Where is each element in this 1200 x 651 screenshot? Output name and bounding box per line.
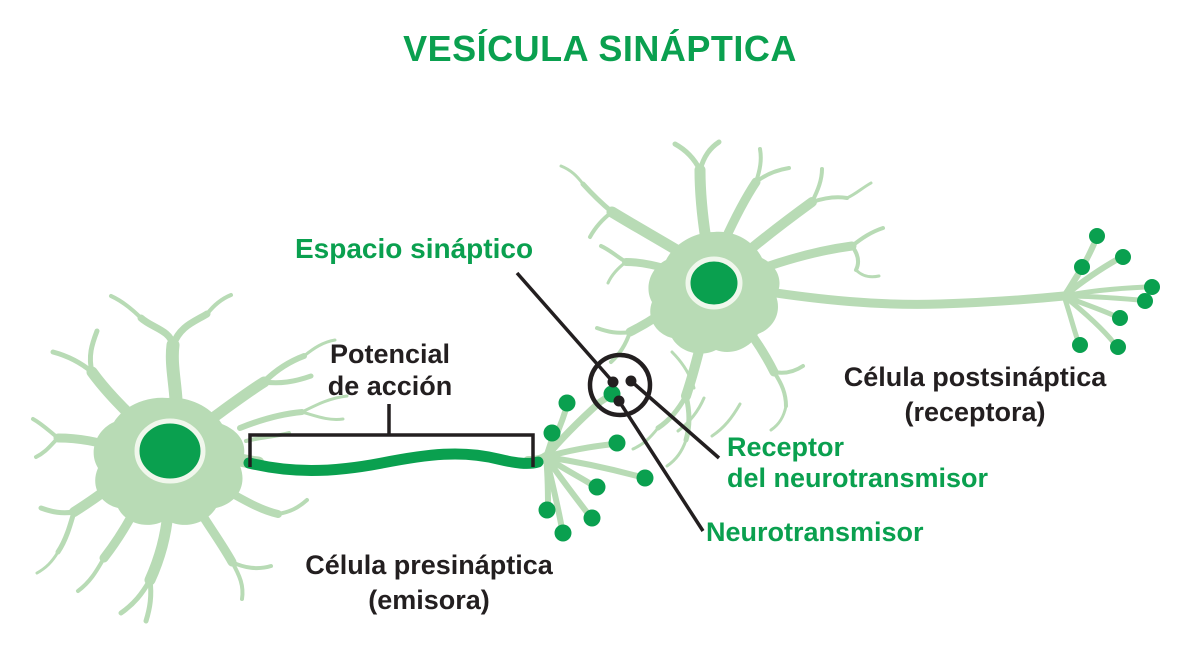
action-potential-label-line1: Potencial bbox=[329, 339, 451, 369]
receptor-label: Receptor del neurotransmisor bbox=[727, 432, 988, 494]
presynaptic-cell-label-line1: Célula presináptica bbox=[305, 550, 553, 580]
action-potential-wave bbox=[243, 448, 544, 476]
synaptic-vesicle-bulbs bbox=[538, 385, 654, 542]
synaptic-space-label: Espacio sináptico bbox=[295, 233, 534, 264]
postsynaptic-nucleus bbox=[685, 256, 743, 310]
neurotransmitter-label: Neurotransmisor bbox=[706, 517, 924, 547]
action-potential-bracket bbox=[248, 433, 535, 467]
diagram-title: VESÍCULA SINÁPTICA bbox=[403, 28, 797, 69]
presynaptic-cell-label: Célula presináptica (emisora) bbox=[259, 548, 599, 618]
presynaptic-cell-label-line2: (emisora) bbox=[368, 585, 490, 615]
synaptic-space-dot bbox=[607, 376, 619, 388]
action-potential-label: Potencial de acción bbox=[270, 338, 510, 402]
receptor-label-line2: del neurotransmisor bbox=[727, 463, 989, 493]
postsynaptic-neuron bbox=[559, 139, 1160, 468]
postsynaptic-cell-label-line1: Célula postsináptica bbox=[843, 362, 1107, 392]
neurotransmitter-dot bbox=[613, 395, 625, 407]
postsynaptic-axon bbox=[751, 285, 1069, 309]
postsynaptic-cell-label-line2: (receptora) bbox=[904, 397, 1046, 427]
postsynaptic-terminal-bulbs bbox=[1072, 228, 1160, 355]
receptor-label-line1: Receptor bbox=[727, 432, 845, 462]
postsynaptic-axon-terminal bbox=[1061, 228, 1160, 355]
action-potential-label-line2: de acción bbox=[327, 371, 453, 401]
receptor-dot bbox=[625, 375, 637, 387]
postsynaptic-cell-label: Célula postsináptica (receptora) bbox=[805, 360, 1145, 430]
receptor-callout-line bbox=[629, 379, 721, 460]
neurotransmitter-callout-line bbox=[617, 400, 705, 532]
presynaptic-nucleus bbox=[134, 418, 206, 484]
synapse-magnifier-circle bbox=[587, 352, 653, 418]
presynaptic-neuron bbox=[31, 293, 349, 624]
